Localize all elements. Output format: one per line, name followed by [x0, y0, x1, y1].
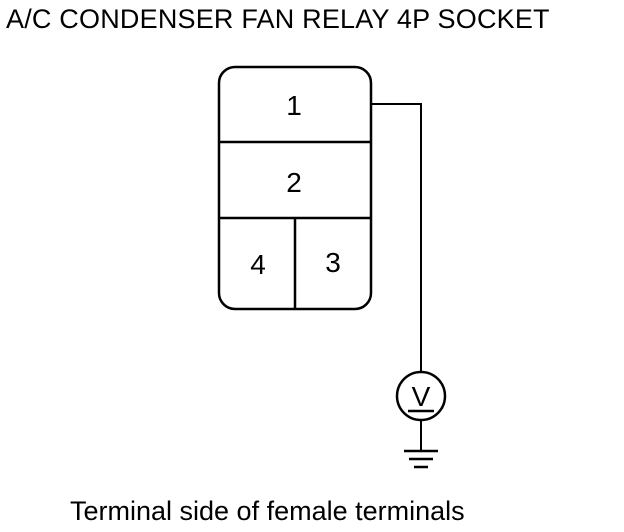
diagram-caption: Terminal side of female terminals	[70, 496, 465, 526]
terminal-1-label: 1	[286, 90, 302, 121]
diagram-title: A/C CONDENSER FAN RELAY 4P SOCKET	[6, 4, 550, 34]
terminal-4-label: 4	[250, 249, 266, 280]
voltmeter-symbol: V	[412, 381, 431, 412]
terminal-3-label: 3	[325, 247, 341, 278]
terminal-2-label: 2	[286, 167, 302, 198]
voltmeter-icon: V	[395, 370, 447, 422]
probe-wire	[371, 103, 422, 372]
ground-icon	[404, 449, 438, 469]
